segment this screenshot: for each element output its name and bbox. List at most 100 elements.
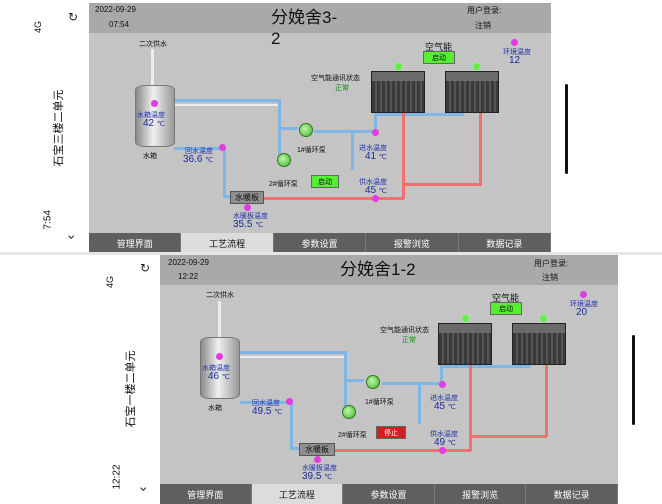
phone-clock: 7:54 xyxy=(42,210,54,230)
device-label: 石宝三楼二单元 xyxy=(53,89,65,167)
refresh-icon[interactable]: ↻ xyxy=(140,261,151,275)
header-date: 2022-09-29 xyxy=(168,258,209,267)
return-pipe xyxy=(240,401,292,404)
phone-status-strip: 4G 7:54 石宝三楼二单元 ↻ › xyxy=(0,0,88,252)
tab-management[interactable]: 管理界面 xyxy=(89,233,182,252)
cold-pipe xyxy=(351,130,354,170)
env-temp-sensor xyxy=(511,39,518,46)
tab-process-flow[interactable]: 工艺流程 xyxy=(251,484,344,504)
pump1-label: 1#循环泵 xyxy=(297,147,326,154)
cold-pipe xyxy=(314,130,374,133)
tab-parameters[interactable]: 参数设置 xyxy=(343,484,435,504)
hot-pipe xyxy=(264,197,404,200)
cold-pipe xyxy=(174,99,278,102)
floor-heat-temp-label: 水暖板温度 xyxy=(233,213,268,220)
tab-data-log[interactable]: 数据记录 xyxy=(526,484,618,504)
air-source-heat-pump-1[interactable] xyxy=(438,323,492,365)
pump-2[interactable] xyxy=(277,153,291,167)
supply-temp-label: 供水温度 xyxy=(430,431,458,438)
hmi-nav-bar: 管理界面 工艺流程 参数设置 报警浏览 数据记录 xyxy=(89,233,551,252)
tab-alarms[interactable]: 报警浏览 xyxy=(435,484,527,504)
supply-temp-sensor xyxy=(439,447,446,454)
hot-pipe xyxy=(335,449,471,452)
refresh-icon[interactable]: ↻ xyxy=(68,10,79,24)
return-temp-sensor xyxy=(219,144,226,151)
tank-temp-sensor xyxy=(216,353,223,360)
tank-temp-label: 水箱温度 xyxy=(137,112,165,119)
page-title: 分娩舍3- xyxy=(271,8,338,27)
floor-heat-panel: 水暖板 xyxy=(299,443,335,456)
cold-pipe xyxy=(418,382,421,424)
tab-process-flow[interactable]: 工艺流程 xyxy=(181,233,274,252)
supply-temp-value: 45 ℃ xyxy=(365,185,387,196)
return-temp-value: 36.6 ℃ xyxy=(183,154,214,165)
tank-temp-value: 42 ℃ xyxy=(143,118,165,129)
tab-alarms[interactable]: 报警浏览 xyxy=(366,233,459,252)
header-time: 12:22 xyxy=(178,272,199,281)
return-temp-label: 回水温度 xyxy=(185,148,213,155)
air-energy-start-button[interactable]: 启动 xyxy=(423,51,455,64)
hmi-panel: 2022-09-29 07:54 分娩舍3- 2 用户登录: 注销 二次供水 水… xyxy=(89,3,551,252)
pump2-start-button[interactable]: 启动 xyxy=(311,175,339,188)
supply-temp-label: 供水温度 xyxy=(359,179,387,186)
device-label: 石宝一楼二单元 xyxy=(125,350,137,428)
pump-2[interactable] xyxy=(342,405,356,419)
tab-management[interactable]: 管理界面 xyxy=(160,484,252,504)
divider xyxy=(0,252,662,255)
cold-pipe xyxy=(344,379,364,382)
return-pipe xyxy=(290,447,300,450)
white-pipe xyxy=(174,104,280,106)
logout-link[interactable]: 注销 xyxy=(542,273,558,282)
hot-pipe xyxy=(469,355,472,451)
inlet-temp-value: 41 ℃ xyxy=(365,151,387,162)
hot-pipe xyxy=(479,103,482,185)
home-indicator xyxy=(565,84,568,174)
water-tank xyxy=(135,85,175,147)
inlet-temp-value: 45 ℃ xyxy=(434,401,456,412)
comm-status-label: 空气能通讯状态 xyxy=(380,327,429,334)
signal-indicator: 4G xyxy=(33,20,44,34)
unit1-status-light xyxy=(462,315,469,322)
tank-temp-value: 46 ℃ xyxy=(208,371,230,382)
supply-temp-sensor xyxy=(372,195,379,202)
inlet-temp-sensor xyxy=(439,381,446,388)
header-date: 2022-09-29 xyxy=(95,5,136,14)
pump-1[interactable] xyxy=(366,375,380,389)
user-login-label[interactable]: 用户登录: xyxy=(467,6,502,15)
supply-temp-value: 49 ℃ xyxy=(434,437,456,448)
air-source-heat-pump-1[interactable] xyxy=(371,71,425,113)
tab-data-log[interactable]: 数据记录 xyxy=(459,233,551,252)
return-pipe xyxy=(223,195,233,198)
user-login-label[interactable]: 用户登录: xyxy=(534,259,569,268)
return-pipe xyxy=(223,147,226,197)
env-temp-value: 12 xyxy=(509,55,521,66)
air-energy-start-button[interactable]: 启动 xyxy=(490,302,522,315)
header-time: 07:54 xyxy=(109,20,130,29)
air-source-heat-pump-2[interactable] xyxy=(512,323,566,365)
comm-status-value: 正常 xyxy=(335,85,349,92)
chevron-down-icon[interactable]: › xyxy=(64,234,81,240)
chevron-down-icon[interactable]: › xyxy=(136,486,153,492)
logout-link[interactable]: 注销 xyxy=(475,21,491,30)
hot-pipe xyxy=(469,435,547,438)
pump-1[interactable] xyxy=(299,123,313,137)
pump2-stop-button[interactable]: 停止 xyxy=(376,426,406,439)
hmi-header: 2022-09-29 12:22 分娩舍1-2 用户登录: 注销 xyxy=(160,255,618,285)
tab-parameters[interactable]: 参数设置 xyxy=(274,233,367,252)
air-energy-label: 空气能 xyxy=(492,293,520,303)
screenshot-bottom: 4G 12:22 石宝一楼二单元 ↻ › 2022-09-29 12:22 分娩… xyxy=(0,255,662,504)
env-temp-value: 20 xyxy=(576,307,588,318)
supply-pipe xyxy=(218,301,221,353)
floor-heat-temp-value: 35.5 ℃ xyxy=(233,219,264,230)
return-temp-label: 回水温度 xyxy=(252,400,280,407)
hmi-nav-bar: 管理界面 工艺流程 参数设置 报警浏览 数据记录 xyxy=(160,484,618,504)
comm-status-value: 正常 xyxy=(402,337,416,344)
pump2-label: 2#循环泵 xyxy=(269,181,298,188)
white-pipe xyxy=(240,356,346,358)
unit1-status-light xyxy=(395,63,402,70)
page-title-line2: 2 xyxy=(271,29,281,48)
cold-pipe xyxy=(440,365,530,368)
inlet-temp-sensor xyxy=(372,129,379,136)
air-source-heat-pump-2[interactable] xyxy=(445,71,499,113)
air-energy-label: 空气能 xyxy=(425,42,453,52)
